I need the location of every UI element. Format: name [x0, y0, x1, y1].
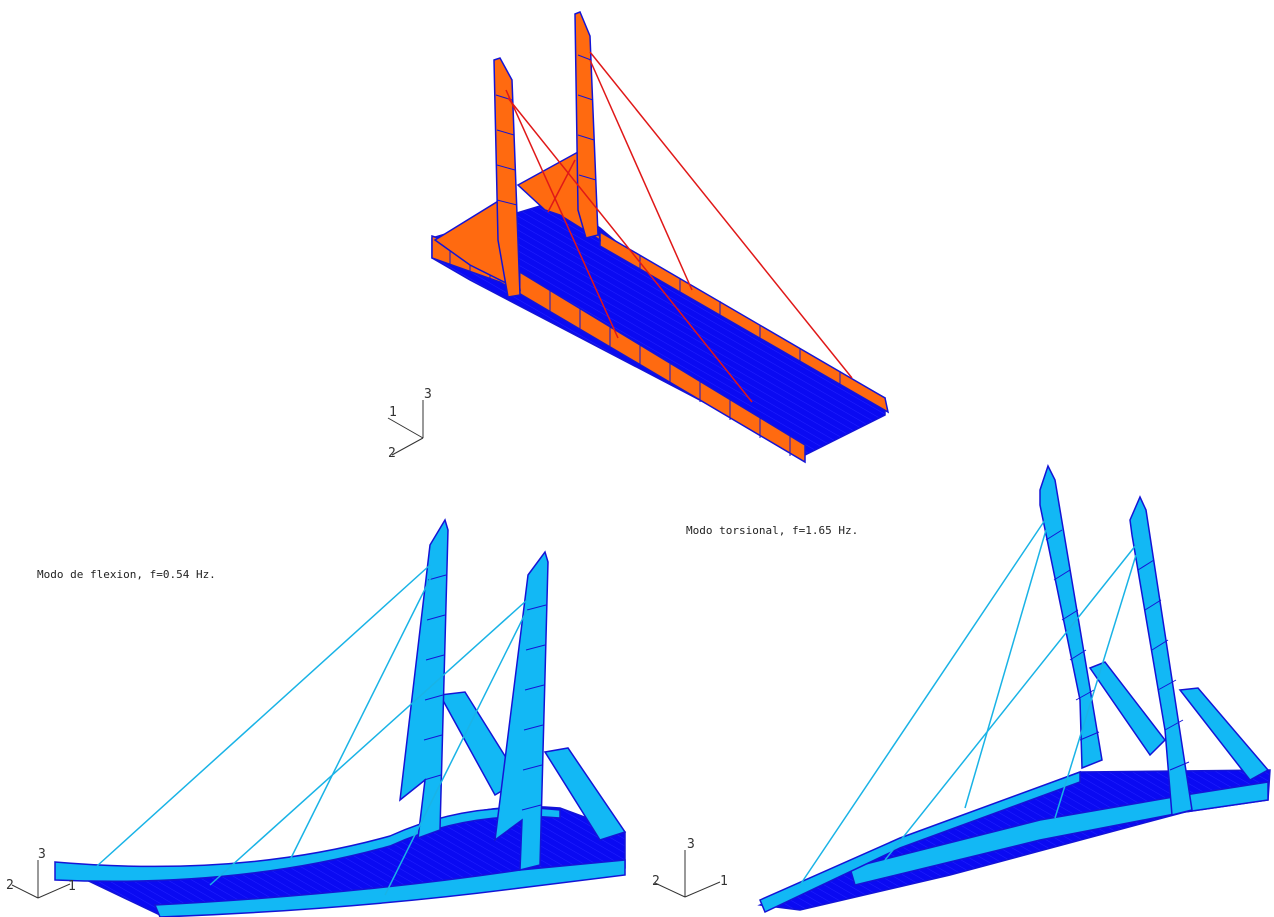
undeformed-back-pylon	[574, 11, 599, 239]
undeformed-back-edge-beam	[599, 230, 890, 414]
axis-bottom-right-label-1: 1	[720, 874, 728, 889]
axis-triad-bottom-right	[654, 850, 721, 898]
flexion-front-edge-beam	[153, 859, 626, 917]
torsional-back-edge-beam	[759, 770, 1081, 914]
undeformed-front-pylon	[493, 57, 521, 298]
axis-top-label-1: 1	[389, 405, 397, 420]
axis-bottom-left-label-3: 3	[38, 847, 46, 862]
flexion-mode-label: Modo de flexion, f=0.54 Hz.	[37, 568, 216, 581]
torsional-mode-label: Modo torsional, f=1.65 Hz.	[686, 524, 859, 537]
flexion-pylon-segments	[423, 574, 547, 811]
torsional-pylon-brace-back	[1178, 687, 1270, 781]
flexion-pylon-front	[399, 518, 449, 840]
flexion-stay-cables	[96, 564, 528, 896]
undeformed-back-beam-segments	[639, 255, 841, 385]
flexion-pylon-back	[494, 550, 549, 871]
undeformed-stay-cables	[505, 51, 853, 403]
axis-bottom-left-label-1: 1	[68, 879, 76, 894]
axis-triad-top	[387, 400, 424, 456]
torsional-pylon-segments	[1045, 529, 1190, 771]
axis-bottom-left-label-2: 2	[6, 878, 14, 893]
undeformed-bridge-model	[431, 11, 890, 464]
axis-top-label-2: 2	[388, 446, 396, 461]
axis-top-label-3: 3	[424, 387, 432, 402]
torsional-pylon-brace-front	[1088, 661, 1166, 757]
flexion-mode-model	[54, 518, 627, 917]
flexion-pylon-brace-back	[543, 747, 627, 841]
torsional-mode-model	[757, 464, 1271, 914]
torsional-front-edge-beam	[849, 781, 1269, 886]
torsional-stay-cables	[799, 519, 1137, 886]
torsional-pylon-front	[1039, 464, 1103, 770]
torsional-pylon-back	[1129, 495, 1193, 816]
axis-triad-bottom-left	[11, 860, 71, 899]
axis-bottom-right-label-3: 3	[687, 837, 695, 852]
axis-bottom-right-label-2: 2	[652, 874, 660, 889]
